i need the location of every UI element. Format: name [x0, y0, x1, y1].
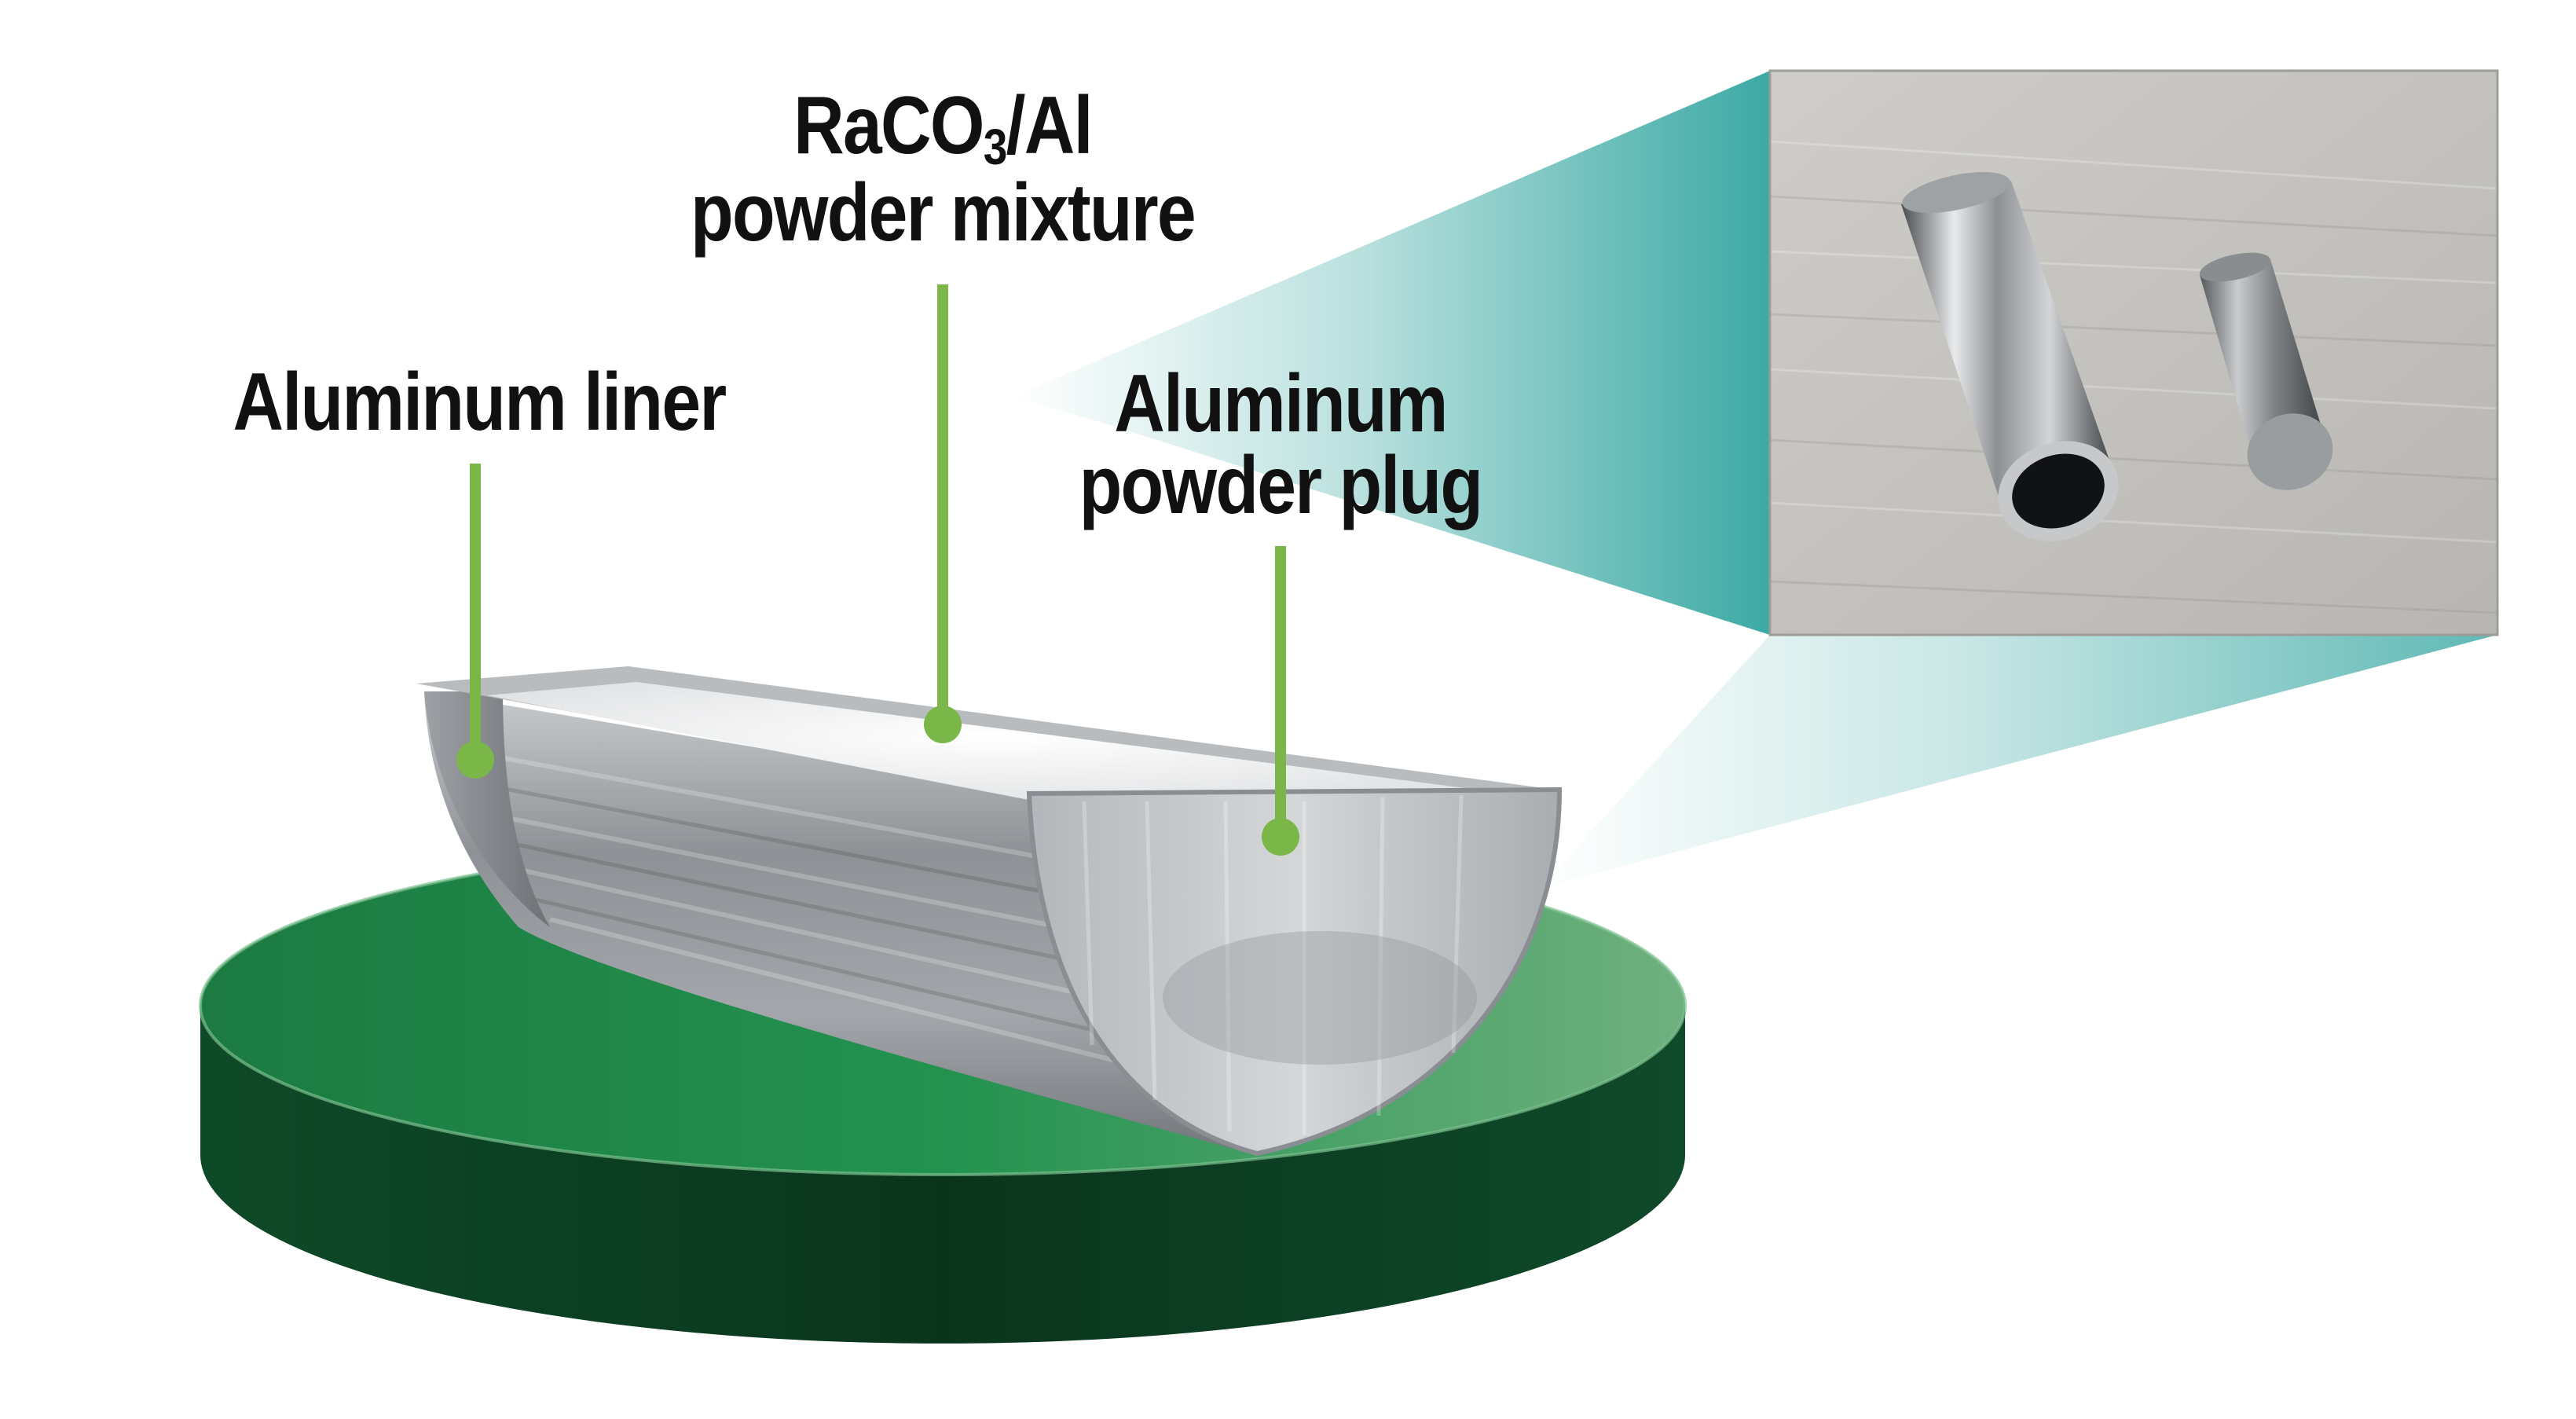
- label-powder-mixture: RaCO3/Al powder mixture: [691, 80, 1196, 258]
- powder-plug-face: [1026, 786, 1563, 1157]
- callout-liner: [456, 464, 494, 779]
- zoom-beam-lower: [1540, 635, 2497, 888]
- zoom-beam-upper: [1013, 71, 1770, 635]
- powder-surface: [487, 682, 1508, 803]
- aluminum-tube-and-plug-photo: [1770, 71, 2497, 635]
- callout-plug: [1262, 546, 1299, 856]
- label-powder-plug: Aluminum powder plug: [1079, 358, 1483, 531]
- callout-mixture: [924, 284, 962, 743]
- aluminum-liner-body: [416, 666, 1563, 1157]
- label-aluminum-liner: Aluminum liner: [233, 357, 727, 448]
